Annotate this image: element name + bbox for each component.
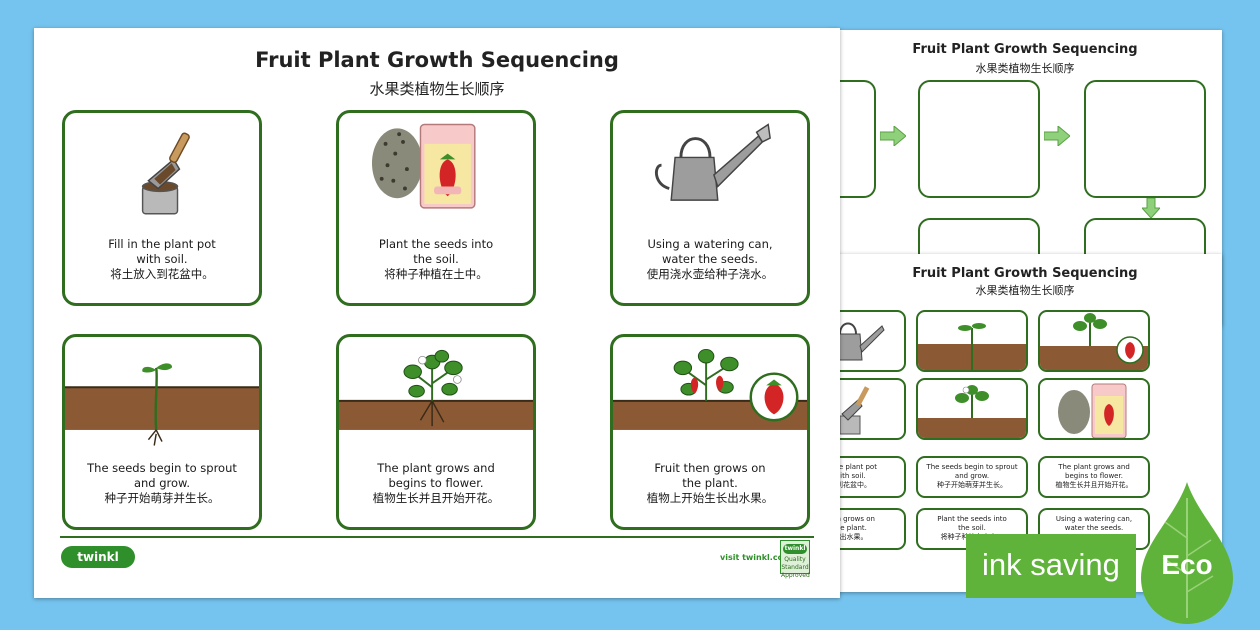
seed-packet-illustration (371, 123, 476, 209)
card-text: Fill in the plant pot with soil. 将土放入到花盆… (108, 237, 216, 281)
cutout-sheet-title-chinese: 水果类植物生长顺序 (975, 284, 1075, 297)
quality-badge: twinkl Quality Standard Approved (780, 540, 810, 579)
grid-sheet-title: Fruit Plant Growth Sequencing (912, 42, 1138, 57)
grid-sheet-title-chinese: 水果类植物生长顺序 (975, 62, 1075, 75)
arrow-right-icon (1044, 126, 1070, 146)
trowel-pot-illustration (141, 132, 190, 215)
mini-text-card[interactable]: The plant grows and begins to flower. 植物… (1038, 456, 1150, 498)
card-text: The seeds begin to sprout and grow. 种子开始… (87, 461, 237, 505)
card-fruit: Fruit then grows on the plant. 植物上开始生长出水… (610, 334, 810, 530)
visit-link[interactable]: visit twinkl.com (720, 553, 792, 562)
flowering-plant-illustration (339, 349, 533, 430)
cutout-sheet-title: Fruit Plant Growth Sequencing (912, 266, 1138, 281)
mini-card-fruit[interactable] (1038, 310, 1150, 372)
card-text: Using a watering can, water the seeds. 使… (646, 237, 774, 281)
arrow-down-icon (1142, 198, 1160, 218)
sprout-icon (918, 323, 1026, 370)
card-text: Fruit then grows on the plant. 植物上开始生长出水… (646, 461, 774, 505)
mini-card-sprout[interactable] (916, 310, 1028, 372)
watering-can-icon (833, 322, 885, 361)
main-worksheet: Fruit Plant Growth Sequencing 水果类植物生长顺序 … (34, 28, 840, 598)
card-water-seeds: Using a watering can, water the seeds. 使… (610, 110, 810, 306)
page-title-chinese: 水果类植物生长顺序 (369, 80, 505, 98)
twinkl-logo: twinkl (61, 546, 135, 568)
sprout-illustration (65, 363, 259, 446)
trowel-icon (839, 386, 870, 435)
eco-label: Eco (1161, 549, 1212, 580)
sequence-box[interactable] (918, 80, 1040, 198)
fruit-plant-icon (1040, 313, 1148, 370)
page-title: Fruit Plant Growth Sequencing (255, 48, 619, 72)
mini-card-flower[interactable] (916, 378, 1028, 440)
watering-can-illustration (654, 123, 771, 201)
footer-divider (60, 536, 814, 538)
arrow-right-icon (880, 126, 906, 146)
card-fill-pot: Fill in the plant pot with soil. 将土放入到花盆… (62, 110, 262, 306)
fruiting-plant-illustration (613, 348, 807, 430)
card-text: Plant the seeds into the soil. 将种子种植在土中。 (378, 237, 494, 281)
card-plant-seeds: Plant the seeds into the soil. 将种子种植在土中。 (336, 110, 536, 306)
mini-card-seeds[interactable] (1038, 378, 1150, 440)
seed-packet-icon (1058, 383, 1127, 438)
ink-saving-banner: ink saving (966, 534, 1136, 598)
mini-text-card[interactable]: The seeds begin to sprout and grow. 种子开始… (916, 456, 1028, 498)
eco-drop-icon: Eco (1141, 482, 1233, 624)
card-flower: The plant grows and begins to flower. 植物… (336, 334, 536, 530)
sequence-box[interactable] (1084, 80, 1206, 198)
card-sprout: The seeds begin to sprout and grow. 种子开始… (62, 334, 262, 530)
flower-plant-icon (918, 385, 1026, 438)
card-text: The plant grows and begins to flower. 植物… (372, 461, 500, 505)
